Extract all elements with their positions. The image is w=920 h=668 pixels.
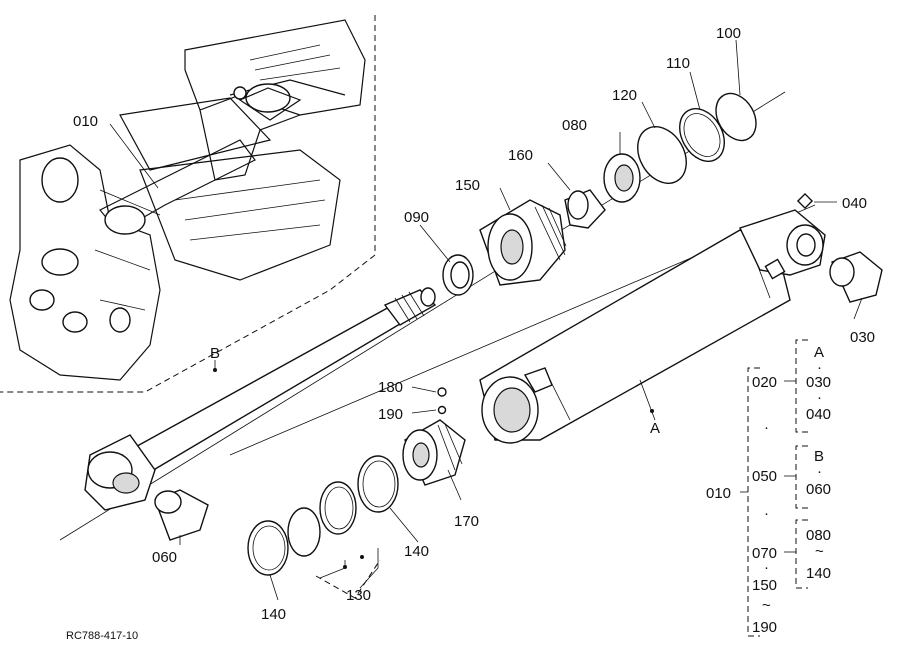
piston-170 — [402, 419, 466, 486]
label-130: 130 — [346, 587, 371, 604]
label-180: 180 — [378, 379, 403, 396]
bushing-060 — [154, 489, 209, 541]
label-110: 110 — [666, 55, 690, 72]
group-130-bracket — [315, 559, 381, 599]
legend-col1-sep0: · — [764, 419, 769, 436]
grease-nipple-040 — [796, 192, 814, 210]
dot-a — [650, 409, 654, 413]
label-100: 100 — [716, 25, 741, 42]
cylinder-tube-a — [479, 209, 826, 444]
gland-150 — [479, 199, 567, 286]
legend-col1-0: 020 — [752, 374, 777, 391]
seal-090 — [442, 254, 474, 296]
label-150: 150 — [455, 177, 480, 194]
diagram-code: RC788-417-10 — [66, 630, 138, 642]
label-140-lower: 140 — [261, 606, 286, 623]
ring-130-a — [319, 481, 357, 535]
bushing-030 — [829, 251, 883, 303]
machine-frame-illustration — [0, 15, 376, 393]
legend-g1-item1: 060 — [806, 481, 831, 498]
ball-190 — [437, 405, 447, 415]
label-140-upper: 140 — [404, 543, 429, 560]
legend-g0-item1: 030 — [806, 374, 831, 391]
assembly-legend: 010 020 · 050 · 070 · 150 ~ 190 A · 030 … — [706, 339, 831, 637]
label-080: 080 — [562, 117, 587, 134]
legend-g1-sep0: · — [817, 463, 822, 480]
legend-g2-item0: 080 — [806, 527, 831, 544]
label-040: 040 — [842, 195, 867, 212]
legend-col1-4: 190 — [752, 619, 777, 636]
legend-col1-sep1: · — [764, 505, 769, 522]
legend-g0-item2: 040 — [806, 406, 831, 423]
bushing-160 — [564, 189, 606, 229]
legend-g0-item0: A — [814, 344, 824, 361]
legend-col1-2: 070 — [752, 545, 777, 562]
label-030: 030 — [850, 329, 875, 346]
seal-080 — [603, 153, 641, 203]
label-190: 190 — [378, 406, 403, 423]
dot-b — [213, 368, 217, 372]
legend-col1-sep3: ~ — [762, 597, 771, 614]
label-010: 010 — [73, 113, 98, 130]
ring-130-b — [287, 507, 321, 557]
ring-100 — [715, 92, 757, 142]
piston-rod-b — [84, 287, 437, 511]
ring-140-lower — [247, 520, 289, 576]
label-120: 120 — [612, 87, 637, 104]
ring-120 — [637, 126, 687, 184]
legend-g2-sep0: ~ — [815, 543, 824, 560]
legend-col1-1: 050 — [752, 468, 777, 485]
label-160: 160 — [508, 147, 533, 164]
legend-col1-sep2: · — [764, 559, 769, 576]
legend-col1-3: 150 — [752, 577, 777, 594]
legend-g0-sep0: · — [817, 359, 822, 376]
legend-root: 010 — [706, 485, 731, 502]
ring-140-upper — [357, 455, 399, 513]
label-090: 090 — [404, 209, 429, 226]
marker-a: A — [650, 420, 660, 437]
nut-180 — [437, 387, 447, 397]
marker-b: B — [210, 345, 220, 362]
dot-130b — [360, 555, 364, 559]
legend-g0-sep1: · — [817, 389, 822, 406]
label-060: 060 — [152, 549, 177, 566]
dot-130a — [343, 565, 347, 569]
leader-lines — [109, 39, 863, 601]
legend-g1-item0: B — [814, 448, 824, 465]
label-170: 170 — [454, 513, 479, 530]
legend-g2-item1: 140 — [806, 565, 831, 582]
